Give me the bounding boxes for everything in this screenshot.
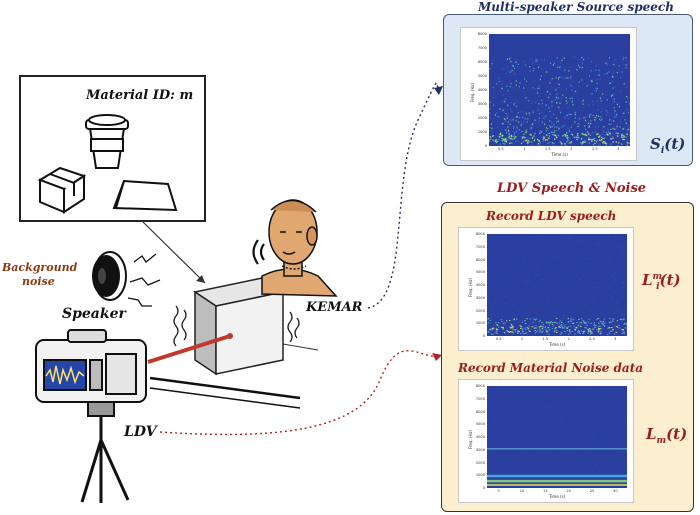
- source-speech-panel: 8000 7000 6000 5000 4000 3000 2000 1000 0 0.5 1 1.5…: [443, 14, 693, 166]
- ldv-device-icon: [35, 329, 147, 417]
- source-spectrogram-frame: 8000 7000 6000 5000 4000 3000 2000 1000 0 0.5 1 1.5…: [460, 27, 637, 161]
- x-tick-label: 2.5: [589, 337, 595, 341]
- source-speech-title: Multi-speaker Source speech: [478, 0, 674, 14]
- coffee-cup-icon: [85, 114, 129, 169]
- y-tick-label: 6000: [475, 257, 485, 262]
- x-axis-label: Time (s): [549, 494, 566, 499]
- ldv-to-recordings-arrow: [159, 350, 441, 436]
- vibration-lines: [173, 305, 300, 347]
- y-tick-label: 1000: [475, 473, 485, 478]
- y-tick-label: 4000: [477, 88, 487, 92]
- x-tick-label: 1.5: [544, 147, 551, 151]
- y-tick-label: 1000: [475, 321, 485, 326]
- ldv-section-title: LDV Speech & Noise: [497, 181, 647, 196]
- x-tick-label: 10: [519, 489, 525, 493]
- ldv-math-label: Lmi(t): [642, 271, 681, 292]
- noise-spectrogram-frame: 8000 7000 6000 5000 4000 3000 2000 1000 0 5 10 15 20…: [458, 379, 634, 503]
- x-tick-label: 2: [570, 147, 573, 151]
- y-tick-label: 0: [484, 144, 487, 148]
- y-tick-label: 5000: [475, 270, 485, 275]
- y-tick-label: 4000: [475, 283, 485, 287]
- noise-math-label: Lm(t): [646, 425, 688, 446]
- y-tick-label: 6000: [475, 409, 485, 414]
- y-tick-label: 8000: [475, 384, 485, 388]
- ldv-label: LDV: [124, 424, 157, 440]
- x-tick-label: 0.5: [495, 337, 502, 341]
- y-tick-label: 2000: [475, 460, 485, 465]
- y-tick-label: 7000: [477, 46, 487, 50]
- y-axis-label: Freq. (Hz): [468, 429, 474, 450]
- y-axis-label: Freq. (Hz): [468, 277, 474, 298]
- ldv-spectrogram-frame: 8000 7000 6000 5000 4000 3000 2000 1000 0 0.5 1 1.5…: [458, 227, 634, 351]
- x-tick-label: 15: [543, 489, 548, 493]
- y-tick-label: 4000: [475, 435, 485, 439]
- x-tick-label: 0.5: [497, 147, 504, 151]
- x-tick-label: 2: [567, 337, 570, 341]
- y-tick-label: 0: [482, 486, 485, 490]
- kemar-label: KEMAR: [306, 300, 363, 315]
- material-id-label: Material ID: m: [86, 88, 194, 103]
- background-noise-label-1: Background: [2, 261, 78, 274]
- y-tick-label: 1000: [477, 130, 487, 134]
- y-tick-label: 2000: [475, 308, 485, 313]
- y-tick-label: 3000: [475, 447, 485, 452]
- x-tick-label: 30: [613, 489, 618, 493]
- y-tick-label: 2000: [477, 116, 487, 120]
- x-tick-label: 2.5: [591, 147, 598, 151]
- material-block: [193, 277, 285, 376]
- y-tick-label: 7000: [475, 396, 485, 401]
- x-tick-label: 1: [523, 147, 526, 151]
- y-axis-label: Freq. (Hz): [470, 82, 476, 103]
- source-math-label: Si(t): [650, 135, 686, 156]
- x-tick-label: 20: [566, 489, 571, 493]
- y-tick-label: 5000: [477, 74, 487, 78]
- y-tick-label: 3000: [475, 295, 485, 300]
- x-axis-label: Time (s): [549, 342, 566, 347]
- tripod-icon: [80, 416, 130, 503]
- y-tick-label: 8000: [475, 232, 485, 236]
- speaker-label: Speaker: [62, 306, 126, 322]
- y-tick-label: 3000: [477, 102, 487, 106]
- tent-card-icon: [112, 179, 178, 212]
- source-spectrogram: [489, 34, 630, 146]
- x-axis-label: Time (s): [551, 152, 568, 157]
- sound-waves-icon: [127, 253, 161, 307]
- y-tick-label: 0: [482, 334, 485, 338]
- noise-spectrogram: [487, 386, 627, 488]
- mouth-sound-icon: [252, 239, 265, 265]
- y-tick-label: 8000: [477, 32, 487, 36]
- y-tick-label: 7000: [475, 244, 485, 249]
- background-noise-label-2: noise: [22, 275, 55, 288]
- record-ldv-speech-label: Record LDV speech: [486, 209, 617, 223]
- x-tick-label: 25: [589, 489, 595, 493]
- x-tick-label: 3: [617, 147, 620, 151]
- x-tick-label: 5: [497, 489, 500, 493]
- record-noise-label: Record Material Noise data: [458, 361, 644, 375]
- cardboard-box-icon: [37, 166, 87, 214]
- laser-beam: [147, 334, 231, 364]
- y-tick-label: 5000: [475, 422, 485, 427]
- x-tick-label: 3: [614, 337, 617, 341]
- ldv-spectrogram: [487, 234, 627, 336]
- y-tick-label: 6000: [477, 60, 487, 64]
- x-tick-label: 1.5: [542, 337, 549, 341]
- x-tick-label: 1: [520, 337, 524, 341]
- kemar-head-icon: [261, 199, 338, 297]
- kemar-to-source-arrow: [367, 82, 442, 309]
- speaker-icon: [92, 251, 127, 301]
